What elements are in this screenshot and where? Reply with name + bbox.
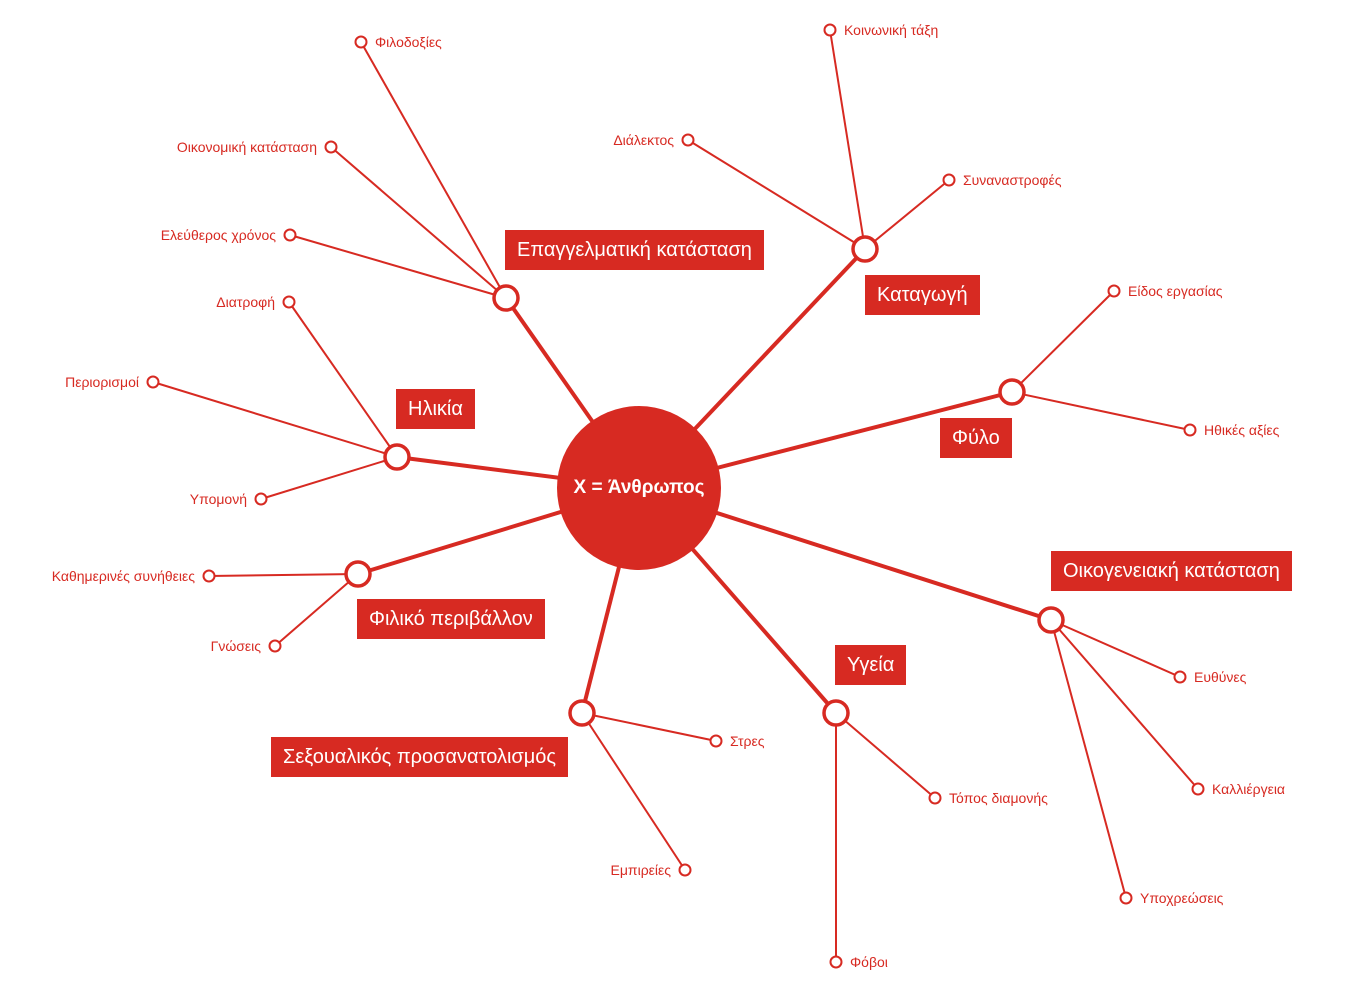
leaf-branch-line <box>289 234 507 299</box>
leaf-label: Υποχρεώσεις <box>1140 890 1224 906</box>
leaf-node <box>928 791 942 805</box>
category-label-filiko: Φιλικό περιβάλλον <box>357 599 545 639</box>
leaf-node <box>354 35 368 49</box>
category-label-epaggelmatiki: Επαγγελματική κατάσταση <box>505 230 764 270</box>
category-hub-node <box>998 378 1026 406</box>
category-label-katagogi: Καταγωγή <box>865 275 980 315</box>
leaf-node <box>282 295 296 309</box>
leaf-branch-line <box>360 41 507 299</box>
leaf-label: Εμπιρείες <box>610 862 671 878</box>
category-hub-node <box>851 235 879 263</box>
category-label-sexoualikos: Σεξουαλικός προσανατολισμός <box>271 737 569 777</box>
leaf-branch-line <box>1050 619 1181 678</box>
leaf-node <box>324 140 338 154</box>
leaf-label: Συναναστροφές <box>963 172 1062 188</box>
leaf-label: Στρες <box>730 733 765 749</box>
leaf-label: Τόπος διαμονής <box>949 790 1048 806</box>
leaf-branch-line <box>288 301 398 458</box>
category-label-fylo: Φύλο <box>940 418 1012 458</box>
leaf-node <box>202 569 216 583</box>
leaf-label: Ευθύνες <box>1194 669 1247 685</box>
category-label-ilikia: Ηλικία <box>396 389 475 429</box>
leaf-branch-line <box>152 381 398 458</box>
category-label-oikogeneiaki: Οικογενειακή κατάσταση <box>1051 551 1292 591</box>
leaf-label: Διατροφή <box>216 294 275 310</box>
category-label-ygeia: Υγεία <box>835 645 907 685</box>
leaf-node <box>1173 670 1187 684</box>
leaf-node <box>1183 423 1197 437</box>
leaf-node <box>709 734 723 748</box>
leaf-node <box>146 375 160 389</box>
leaf-branch-line <box>1011 391 1191 431</box>
leaf-branch-line <box>687 139 866 250</box>
leaf-label: Ηθικές αξίες <box>1204 422 1280 438</box>
leaf-node <box>942 173 956 187</box>
leaf-branch-line <box>1050 619 1199 790</box>
leaf-label: Γνώσεις <box>210 638 261 654</box>
leaf-node <box>1119 891 1133 905</box>
leaf-node <box>254 492 268 506</box>
leaf-node <box>1107 284 1121 298</box>
leaf-branch-line <box>829 29 866 250</box>
leaf-label: Οικονομική κατάσταση <box>176 139 317 155</box>
leaf-branch-line <box>581 712 686 871</box>
leaf-label: Καλλιέργεια <box>1212 781 1286 797</box>
category-hub-node <box>344 560 372 588</box>
leaf-branch-line <box>260 456 398 500</box>
leaf-branch-line <box>864 179 950 250</box>
center-node <box>557 406 721 570</box>
leaf-branch-line <box>1011 290 1115 393</box>
leaf-branch-line <box>581 712 717 742</box>
leaf-label: Περιορισμοί <box>65 374 139 390</box>
leaf-label: Υπομονή <box>189 491 247 507</box>
leaf-branch-line <box>1050 619 1127 899</box>
leaf-node <box>681 133 695 147</box>
category-hub-node <box>822 699 850 727</box>
leaf-label: Καθημερινές συνήθειες <box>51 568 195 584</box>
leaf-node <box>268 639 282 653</box>
leaf-branch-line <box>835 712 936 799</box>
leaf-branch-line <box>330 146 507 299</box>
leaf-branch-line <box>274 573 359 647</box>
category-hub-node <box>383 443 411 471</box>
center-node-label: X = Άνθρωπος <box>573 477 705 498</box>
leaf-label: Είδος εργασίας <box>1128 283 1223 299</box>
leaf-node <box>1191 782 1205 796</box>
category-hub-node <box>492 284 520 312</box>
category-hub-node <box>568 699 596 727</box>
leaf-node <box>829 955 843 969</box>
leaf-node <box>823 23 837 37</box>
leaf-label: Διάλεκτος <box>613 132 674 148</box>
category-hub-node <box>1037 606 1065 634</box>
leaf-node <box>283 228 297 242</box>
leaf-label: Φιλοδοξίες <box>375 34 442 50</box>
leaf-label: Φόβοι <box>850 954 888 970</box>
leaf-label: Ελεύθερος χρόνος <box>160 227 276 243</box>
leaf-branch-line <box>208 573 359 577</box>
leaf-label: Κοινωνική τάξη <box>844 22 939 38</box>
leaf-node <box>678 863 692 877</box>
